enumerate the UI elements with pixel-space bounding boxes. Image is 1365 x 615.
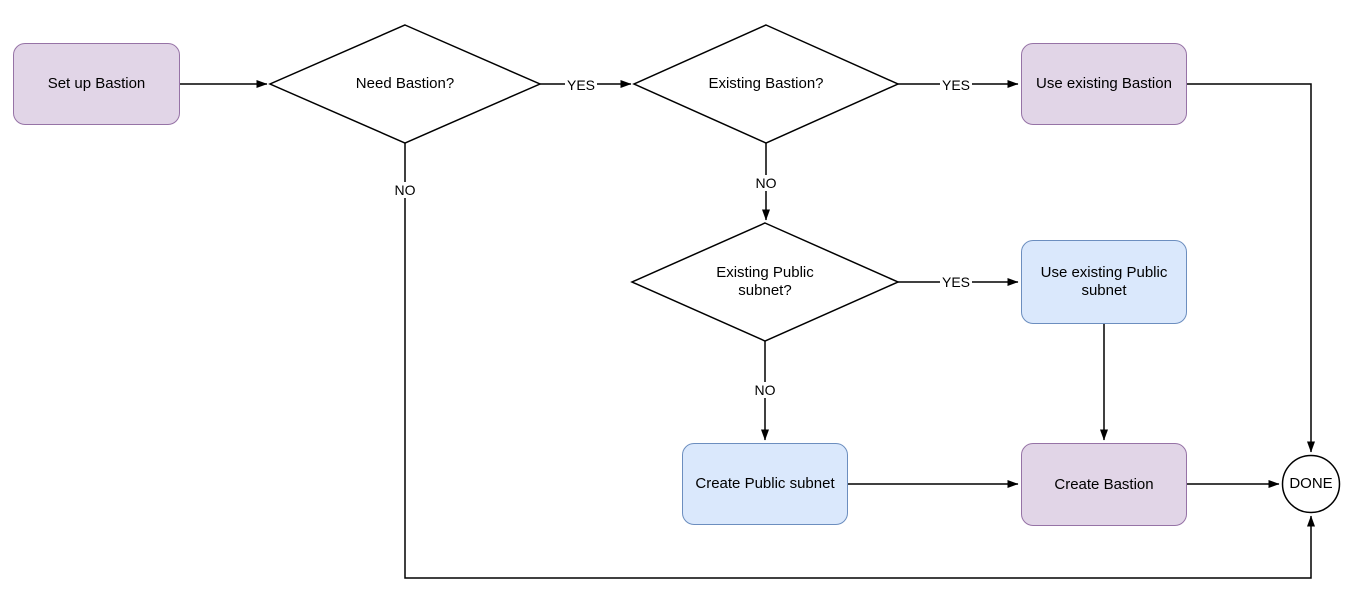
edge-label-existing-public-subnet-no: NO: [752, 382, 778, 398]
node-create-public-subnet-label: Create Public subnet: [695, 475, 835, 492]
edge-use-existing-bastion-to-done: [1187, 83, 1315, 453]
node-create-bastion: Create Bastion: [1021, 443, 1187, 526]
node-set-up-bastion-label: Set up Bastion: [47, 75, 146, 92]
edge-label-existing-bastion-no: NO: [753, 175, 779, 191]
edge-label-existing-public-subnet-yes: YES: [939, 274, 973, 290]
edge-label-need-bastion-yes: YES: [564, 77, 598, 93]
decision-existing-public-subnet: [630, 222, 900, 342]
decision-existing-bastion: [632, 24, 900, 144]
node-create-bastion-label: Create Bastion: [1054, 475, 1154, 493]
decision-need-bastion: [268, 24, 542, 144]
node-create-public-subnet: Create Public subnet: [682, 443, 848, 525]
node-use-existing-bastion-label: Use existing Bastion: [1036, 75, 1172, 92]
node-use-existing-public-subnet: Use existing Public subnet: [1021, 240, 1187, 324]
edge-label-need-bastion-no: NO: [392, 182, 418, 198]
terminal-done-circle: [1281, 454, 1341, 514]
node-set-up-bastion: Set up Bastion: [13, 43, 180, 125]
edge-need-bastion-no-to-done: [404, 143, 1315, 579]
node-use-existing-public-subnet-label: Use existing Public subnet: [1040, 264, 1168, 299]
edge-label-existing-bastion-yes: YES: [939, 77, 973, 93]
node-use-existing-bastion: Use existing Bastion: [1021, 43, 1187, 125]
